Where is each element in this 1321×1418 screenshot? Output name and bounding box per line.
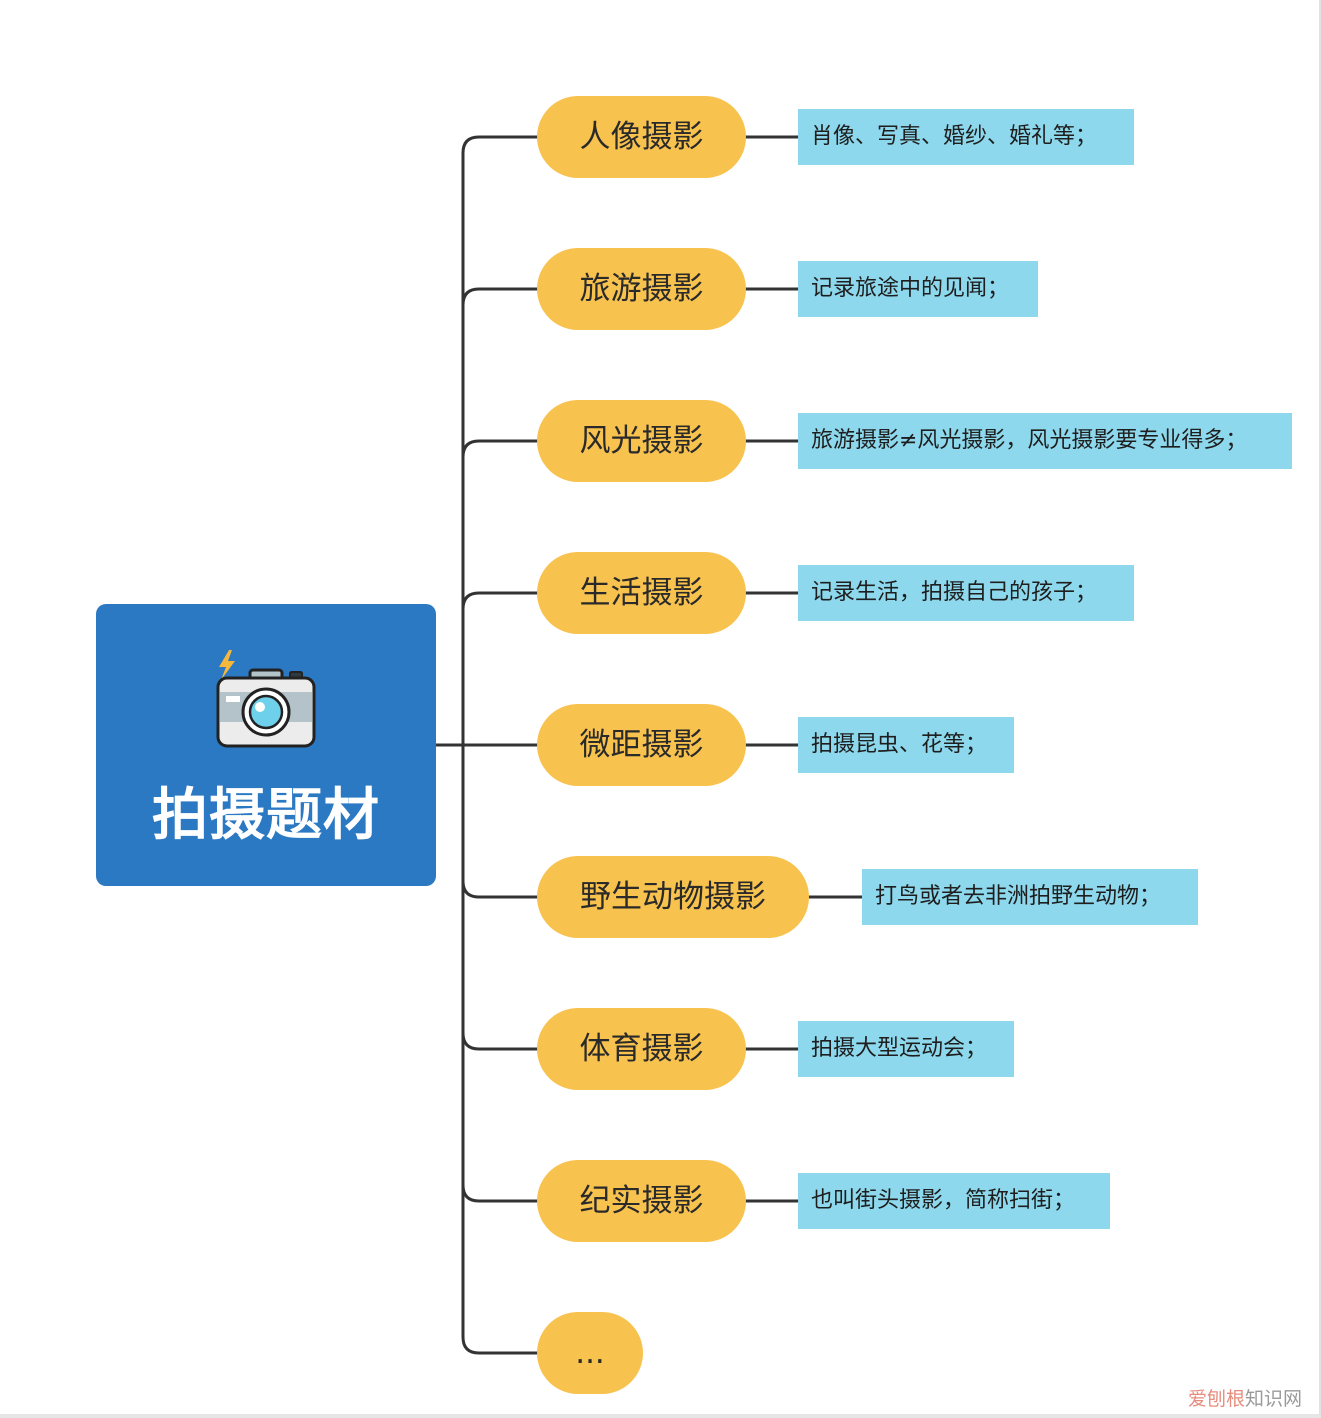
branch-portrait[interactable]: 人像摄影	[537, 96, 746, 178]
note-portrait: 肖像、写真、婚纱、婚礼等；	[798, 109, 1134, 165]
note-macro: 拍摄昆虫、花等；	[798, 717, 1014, 773]
branch-connector	[461, 1031, 539, 1051]
root-node[interactable]: 拍摄题材	[96, 604, 436, 886]
branch-sports[interactable]: 体育摄影	[537, 1008, 746, 1090]
branch-connector	[461, 879, 539, 899]
branch-wildlife[interactable]: 野生动物摄影	[537, 856, 809, 938]
note-landscape: 旅游摄影≠风光摄影，风光摄影要专业得多；	[798, 413, 1292, 469]
branch-life[interactable]: 生活摄影	[537, 552, 746, 634]
branch-connector	[461, 1183, 539, 1203]
watermark: 爱刨根知识网	[1188, 1386, 1302, 1412]
note-documentary: 也叫街头摄影，简称扫街；	[798, 1173, 1110, 1229]
branch-more[interactable]: ...	[537, 1312, 643, 1394]
note-sports: 拍摄大型运动会；	[798, 1021, 1014, 1077]
branch-macro[interactable]: 微距摄影	[537, 704, 746, 786]
watermark-part1: 爱刨根	[1188, 1388, 1246, 1410]
root-title: 拍摄题材	[152, 783, 380, 848]
watermark-part2: 知识网	[1245, 1388, 1303, 1410]
branch-documentary[interactable]: 纪实摄影	[537, 1160, 746, 1242]
branch-landscape[interactable]: 风光摄影	[537, 400, 746, 482]
page-bottom-border	[0, 1414, 1321, 1418]
note-life: 记录生活，拍摄自己的孩子；	[798, 565, 1134, 621]
note-wildlife: 打鸟或者去非洲拍野生动物；	[862, 869, 1198, 925]
branch-connector	[461, 287, 539, 307]
camera-icon	[213, 648, 319, 752]
branch-connector	[461, 591, 539, 611]
branch-connector	[461, 439, 539, 459]
branch-travel[interactable]: 旅游摄影	[537, 248, 746, 330]
note-travel: 记录旅途中的见闻；	[798, 261, 1038, 317]
page-right-border	[1319, 0, 1321, 1418]
